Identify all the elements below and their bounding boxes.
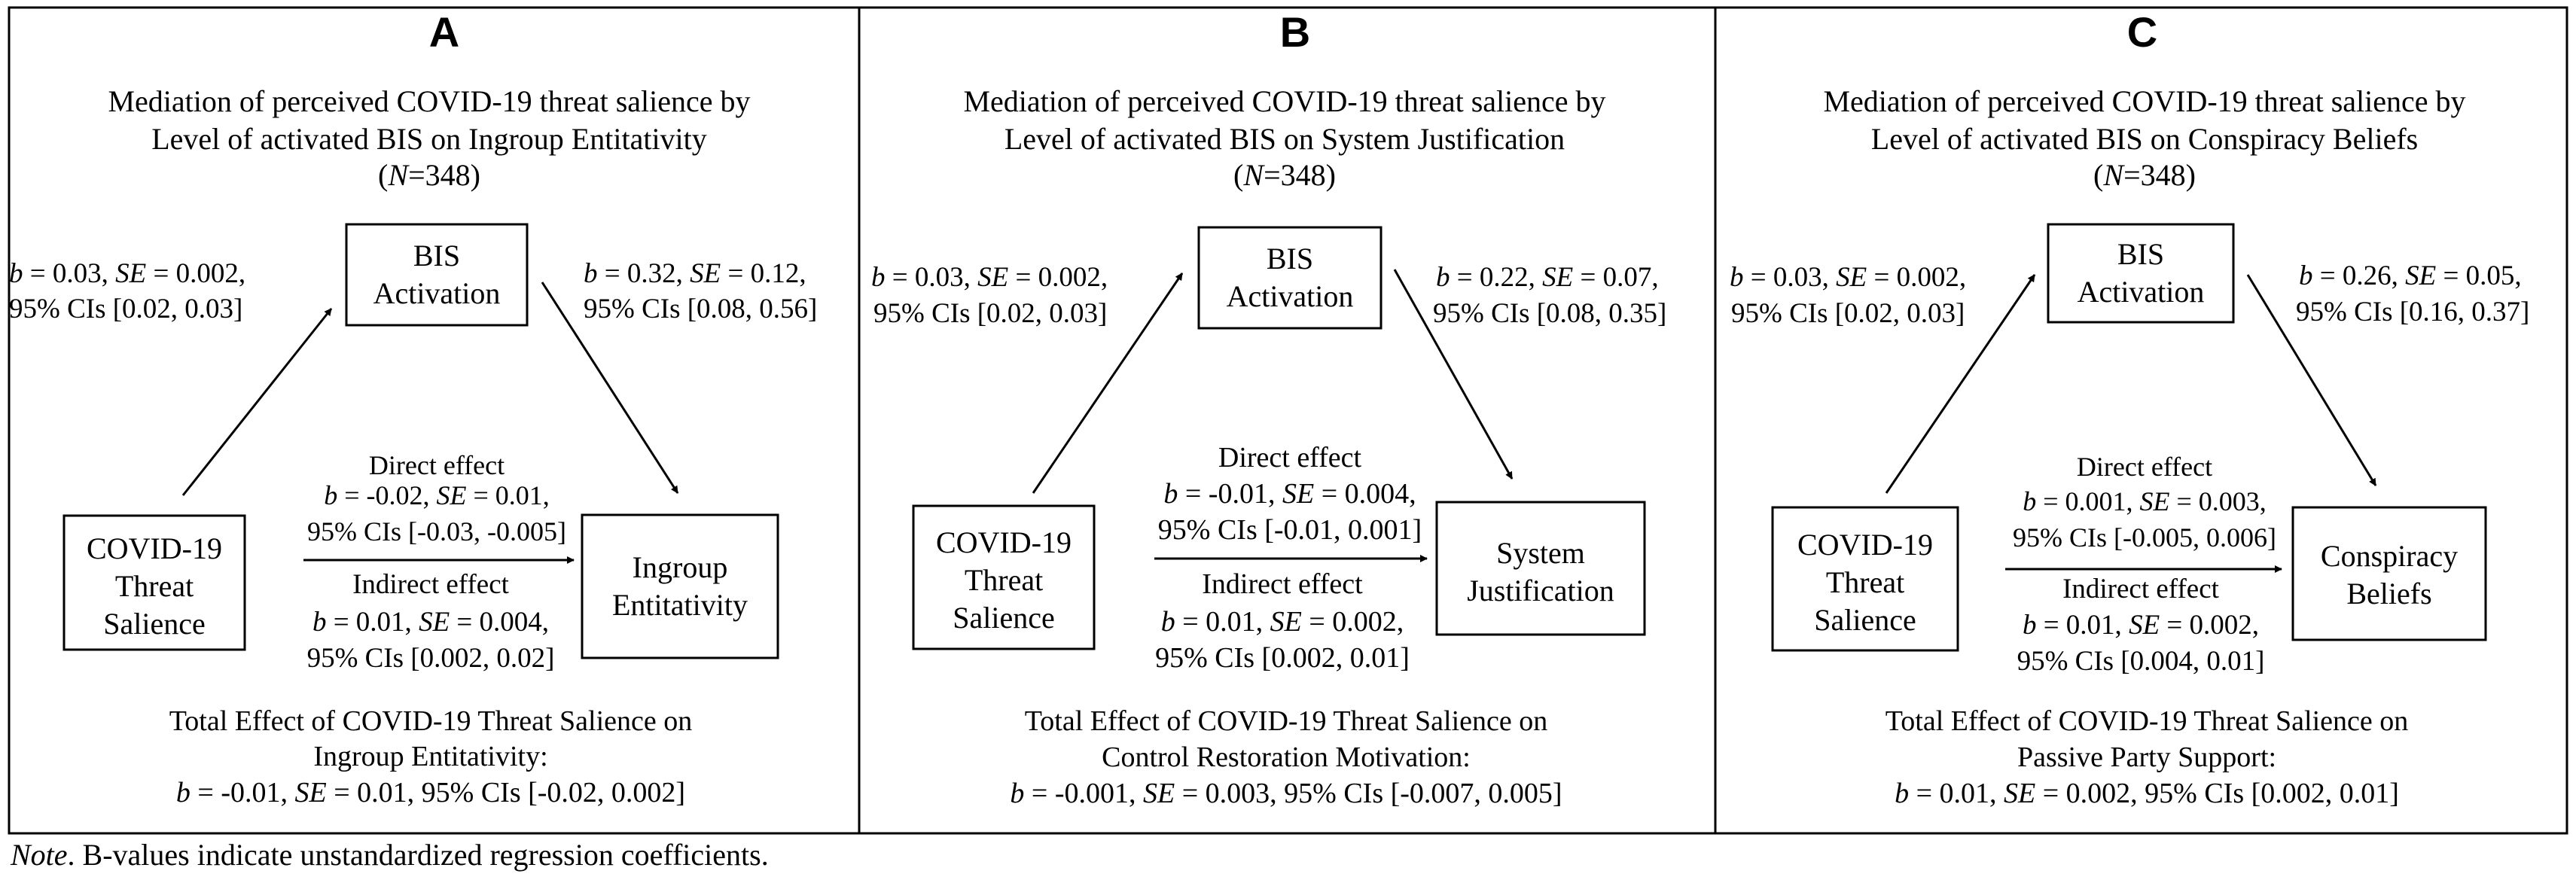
outcome-label: Ingroup [633, 550, 728, 584]
predictor-label: COVID-19 [1797, 528, 1933, 562]
indirect-effect-coef: b = 0.01, SE = 0.002, [2023, 610, 2259, 641]
direct-effect-ci: 95% CIs [-0.01, 0.001] [1158, 514, 1422, 546]
mediator-label: Activation [373, 276, 501, 310]
path-a-arrow [181, 308, 333, 496]
path-b-coef: b = 0.32, SE = 0.12, [584, 258, 806, 289]
total-effect-heading: Total Effect of COVID-19 Threat Salience… [1886, 705, 2408, 737]
panel-b: B Mediation of perceived COVID-19 threat… [871, 8, 1666, 809]
panel-title: Mediation of perceived COVID-19 threat s… [1823, 84, 2465, 118]
outcome-label: System [1496, 536, 1585, 570]
mediator-box [1197, 226, 1383, 330]
direct-effect-coef: b = -0.01, SE = 0.004, [1163, 478, 1416, 510]
panel-c: C Mediation of perceived COVID-19 threat… [1730, 8, 2529, 809]
path-a-coef: b = 0.03, SE = 0.002, [9, 258, 245, 289]
panel-title: Level of activated BIS on System Justifi… [1004, 122, 1565, 156]
indirect-effect-ci: 95% CIs [0.002, 0.01] [1155, 642, 1410, 674]
predictor-label: Salience [953, 601, 1055, 635]
predictor-label: Salience [1814, 603, 1916, 637]
path-b-arrow [2246, 274, 2377, 486]
outcome-label: Justification [1467, 574, 1614, 607]
path-b-ci: 95% CIs [0.08, 0.35] [1433, 298, 1666, 329]
path-b-arrow [1393, 269, 1514, 480]
panel-title: Level of activated BIS on Ingroup Entita… [151, 122, 707, 156]
predictor-box [1771, 506, 1959, 652]
mediator-label: BIS [413, 239, 460, 273]
direct-effect-ci: 95% CIs [-0.03, -0.005] [307, 516, 566, 547]
path-a-ci: 95% CIs [0.02, 0.03] [9, 294, 242, 324]
path-a-ci: 95% CIs [0.02, 0.03] [873, 298, 1107, 329]
indirect-effect-label: Indirect effect [1202, 568, 1363, 600]
predictor-label: Salience [103, 607, 206, 641]
panel-letter: C [2127, 8, 2157, 56]
indirect-effect-label: Indirect effect [2062, 574, 2220, 604]
direct-effect-coef: b = 0.001, SE = 0.003, [2023, 486, 2267, 516]
total-effect-stats: b = -0.001, SE = 0.003, 95% CIs [-0.007,… [1010, 778, 1562, 809]
predictor-label: Threat [1826, 565, 1904, 599]
outcome-box [2291, 506, 2487, 641]
panel-title: Mediation of perceived COVID-19 threat s… [108, 84, 750, 118]
predictor-label: Threat [965, 563, 1043, 597]
outcome-box [581, 513, 779, 659]
direct-effect-coef: b = -0.02, SE = 0.01, [324, 480, 550, 510]
sample-size: (N=348) [2093, 158, 2196, 192]
indirect-effect-ci: 95% CIs [0.002, 0.02] [307, 643, 555, 674]
panel-letter: B [1280, 8, 1310, 56]
indirect-effect-coef: b = 0.01, SE = 0.004, [312, 607, 549, 638]
indirect-effect-label: Indirect effect [352, 569, 510, 600]
panel-a: A Mediation of perceived COVID-19 threat… [9, 8, 817, 808]
path-b-coef: b = 0.26, SE = 0.05, [2299, 260, 2522, 291]
direct-effect-label: Direct effect [369, 450, 505, 480]
mediator-label: Activation [2078, 275, 2205, 309]
path-a-arrow [1885, 274, 2036, 494]
indirect-effect-ci: 95% CIs [0.004, 0.01] [2017, 646, 2265, 677]
mediator-label: Activation [1227, 279, 1354, 313]
path-b-coef: b = 0.22, SE = 0.07, [1436, 262, 1659, 293]
note-label: Note [11, 838, 68, 872]
panel-title: Level of activated BIS on Conspiracy Bel… [1871, 122, 2418, 156]
outcome-label: Conspiracy [2321, 539, 2458, 573]
figure-note: Note. B-values indicate unstandardized r… [11, 837, 769, 872]
indirect-effect-coef: b = 0.01, SE = 0.002, [1161, 606, 1404, 638]
predictor-label: COVID-19 [936, 525, 1072, 559]
panel-title: Mediation of perceived COVID-19 threat s… [963, 84, 1605, 118]
predictor-label: COVID-19 [87, 531, 222, 565]
direct-effect-ci: 95% CIs [-0.005, 0.006] [2013, 522, 2276, 553]
sample-size: (N=348) [1233, 158, 1336, 192]
predictor-box [912, 504, 1096, 650]
total-effect-stats: b = -0.01, SE = 0.01, 95% CIs [-0.02, 0.… [176, 777, 685, 808]
mediator-label: BIS [2117, 237, 2164, 271]
total-effect-heading: Total Effect of COVID-19 Threat Salience… [1025, 705, 1547, 737]
total-effect-heading: Total Effect of COVID-19 Threat Salience… [169, 705, 692, 737]
path-b-ci: 95% CIs [0.08, 0.56] [584, 294, 817, 324]
direct-effect-label: Direct effect [2077, 452, 2212, 482]
path-a-coef: b = 0.03, SE = 0.002, [1730, 262, 1966, 293]
path-a-coef: b = 0.03, SE = 0.002, [871, 262, 1108, 293]
path-b-ci: 95% CIs [0.16, 0.37] [2296, 297, 2529, 327]
total-effect-outcome: Passive Party Support: [2017, 741, 2276, 773]
predictor-box [62, 514, 246, 651]
mediator-box [345, 223, 529, 327]
outcome-label: Entitativity [612, 588, 748, 622]
total-effect-outcome: Control Restoration Motivation: [1102, 741, 1471, 773]
panel-letter: A [429, 8, 459, 56]
note-text: . B-values indicate unstandardized regre… [67, 838, 769, 872]
sample-size: (N=348) [378, 158, 480, 192]
total-effect-outcome: Ingroup Entitativity: [313, 741, 547, 772]
direct-effect-label: Direct effect [1218, 442, 1362, 473]
path-b-arrow [541, 282, 679, 494]
predictor-label: Threat [115, 569, 194, 603]
figure-frame [8, 6, 2568, 835]
path-a-arrow [1032, 273, 1184, 494]
mediator-box [2047, 223, 2235, 324]
outcome-box [1435, 501, 1646, 636]
outcome-label: Beliefs [2346, 577, 2431, 610]
total-effect-stats: b = 0.01, SE = 0.002, 95% CIs [0.002, 0.… [1895, 778, 2399, 809]
path-a-ci: 95% CIs [0.02, 0.03] [1731, 298, 1965, 329]
mediator-label: BIS [1267, 242, 1313, 276]
